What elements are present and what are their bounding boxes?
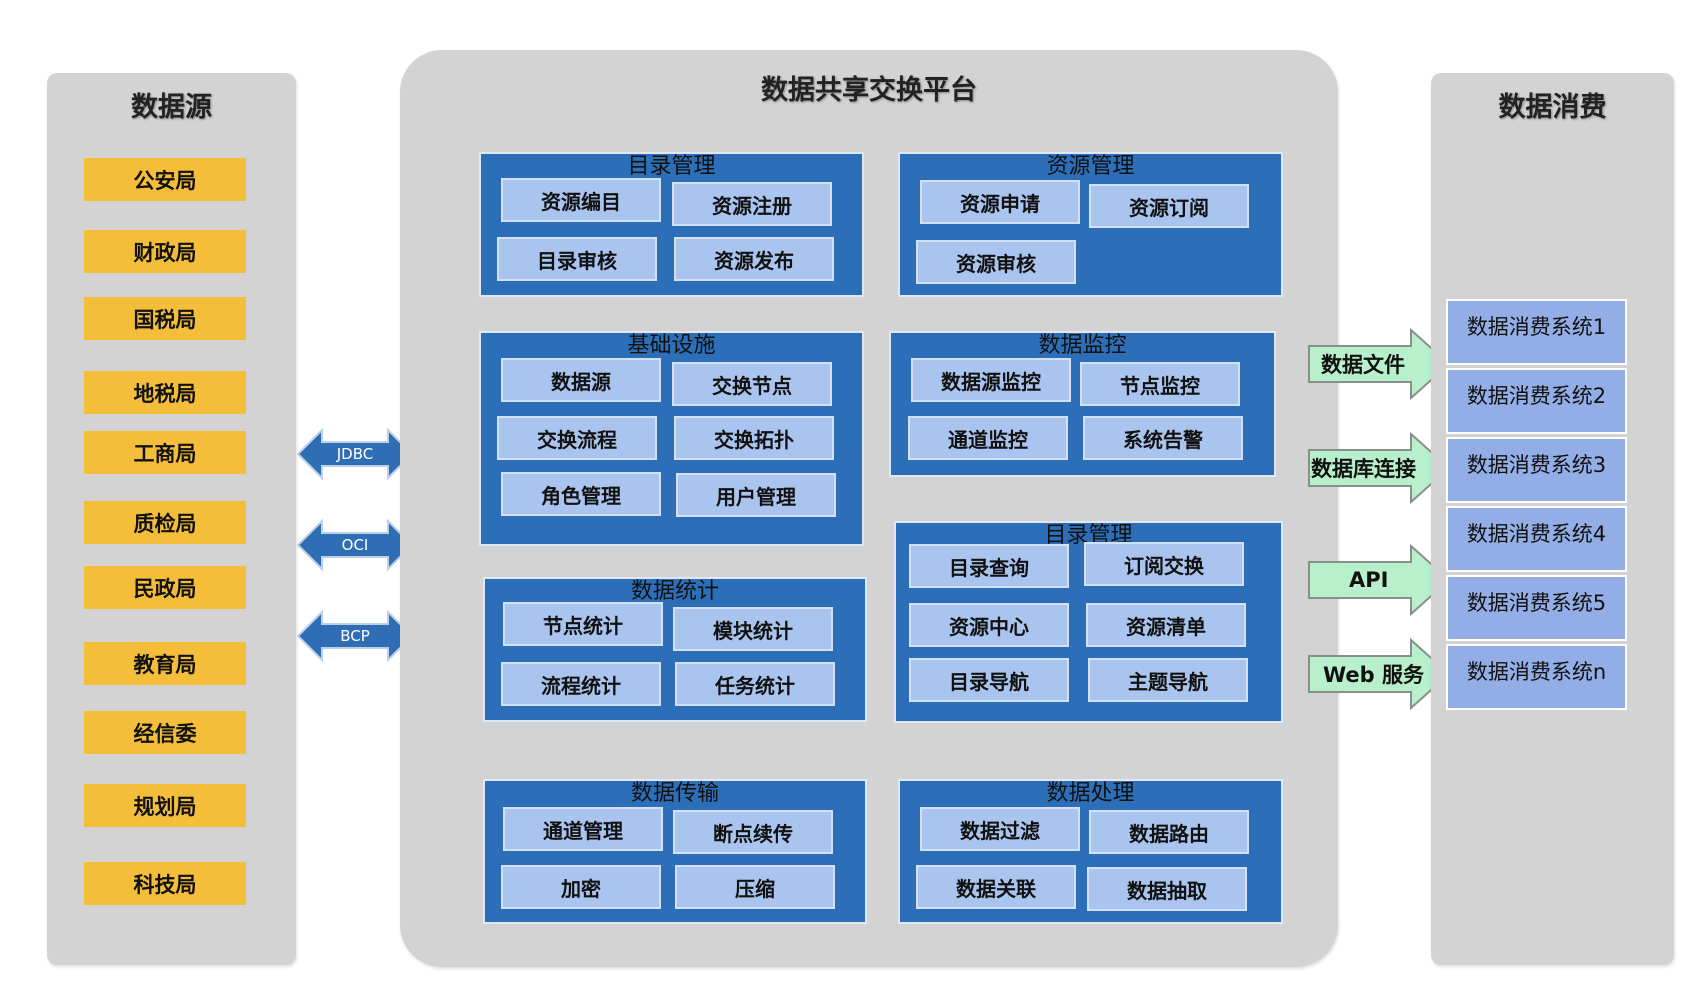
data-source-title: 数据源 xyxy=(131,92,212,123)
infrastructure-item[interactable]: 用户管理 xyxy=(676,473,836,517)
source-item[interactable]: 地税局 xyxy=(84,371,246,414)
data-processing-group: 数据处理 数据过滤 数据路由 数据关联 数据抽取 xyxy=(898,779,1283,924)
catalog-query-item[interactable]: 目录查询 xyxy=(909,544,1069,588)
transmission-item[interactable]: 通道管理 xyxy=(503,807,663,851)
data-monitoring-group: 数据监控 数据源监控 节点监控 通道监控 系统告警 xyxy=(889,331,1276,477)
source-item[interactable]: 民政局 xyxy=(84,566,246,609)
output-arrow-db-connection: 数据库连接 xyxy=(1307,431,1451,505)
consumer-system-item[interactable]: 数据消费系统4 xyxy=(1446,506,1627,572)
group-title: 基础设施 xyxy=(627,333,716,358)
statistics-item[interactable]: 节点统计 xyxy=(503,602,663,646)
output-arrow-data-file: 数据文件 xyxy=(1307,327,1451,401)
catalog-query-item[interactable]: 订阅交换 xyxy=(1084,542,1244,586)
resource-item[interactable]: 资源订阅 xyxy=(1089,184,1249,228)
source-item[interactable]: 公安局 xyxy=(84,158,246,201)
monitoring-item[interactable]: 通道监控 xyxy=(908,416,1068,460)
consumer-system-item[interactable]: 数据消费系统3 xyxy=(1446,437,1627,503)
processing-item[interactable]: 数据关联 xyxy=(916,865,1076,909)
source-item[interactable]: 工商局 xyxy=(84,431,246,474)
data-statistics-group: 数据统计 节点统计 模块统计 流程统计 任务统计 xyxy=(483,577,867,722)
platform-title: 数据共享交换平台 xyxy=(761,75,977,106)
protocol-label: JDBC xyxy=(336,445,374,463)
catalog-query-item[interactable]: 资源中心 xyxy=(909,603,1069,647)
catalog-query-item[interactable]: 主题导航 xyxy=(1088,658,1248,702)
group-title: 目录管理 xyxy=(627,154,716,179)
infrastructure-group: 基础设施 数据源 交换节点 交换流程 交换拓扑 角色管理 用户管理 xyxy=(479,331,864,546)
group-title: 数据监控 xyxy=(1038,333,1127,358)
monitoring-item[interactable]: 数据源监控 xyxy=(911,358,1071,402)
source-item[interactable]: 质检局 xyxy=(84,501,246,544)
source-item[interactable]: 财政局 xyxy=(84,230,246,273)
output-label: 数据文件 xyxy=(1321,353,1405,377)
catalog-management-group: 目录管理 资源编目 资源注册 目录审核 资源发布 xyxy=(479,152,864,297)
catalog-query-item[interactable]: 目录导航 xyxy=(909,658,1069,702)
protocol-label: BCP xyxy=(340,627,370,645)
infrastructure-item[interactable]: 交换节点 xyxy=(672,362,832,406)
consumer-system-item[interactable]: 数据消费系统n xyxy=(1446,644,1627,710)
group-title: 数据统计 xyxy=(630,579,719,604)
processing-item[interactable]: 数据抽取 xyxy=(1087,867,1247,911)
output-label: Web 服务 xyxy=(1323,663,1425,687)
protocol-arrow-jdbc: JDBC xyxy=(296,427,414,481)
data-transmission-group: 数据传输 通道管理 断点续传 加密 压缩 xyxy=(483,779,867,924)
infrastructure-item[interactable]: 数据源 xyxy=(501,358,661,402)
infrastructure-item[interactable]: 交换拓扑 xyxy=(674,416,834,460)
statistics-item[interactable]: 任务统计 xyxy=(675,662,835,706)
right-arrow-icon xyxy=(1308,327,1451,401)
catalog-item[interactable]: 资源注册 xyxy=(672,182,832,226)
monitoring-item[interactable]: 节点监控 xyxy=(1080,362,1240,406)
right-arrow-icon xyxy=(1308,637,1451,711)
processing-item[interactable]: 数据过滤 xyxy=(920,807,1080,851)
statistics-item[interactable]: 模块统计 xyxy=(673,607,833,651)
consumer-system-item[interactable]: 数据消费系统2 xyxy=(1446,368,1627,434)
source-item[interactable]: 科技局 xyxy=(84,862,246,905)
statistics-item[interactable]: 流程统计 xyxy=(501,662,661,706)
resource-management-group: 资源管理 资源申请 资源订阅 资源审核 xyxy=(898,152,1283,297)
transmission-item[interactable]: 加密 xyxy=(501,865,661,909)
data-consumer-panel: 数据消费 xyxy=(1431,73,1674,965)
consumer-system-item[interactable]: 数据消费系统5 xyxy=(1446,575,1627,641)
output-label: API xyxy=(1349,568,1389,592)
group-title: 资源管理 xyxy=(1046,154,1135,179)
catalog-management-group-2: 目录管理 目录查询 订阅交换 资源中心 资源清单 目录导航 主题导航 xyxy=(894,521,1283,723)
resource-item[interactable]: 资源审核 xyxy=(916,240,1076,284)
data-consumer-title: 数据消费 xyxy=(1498,92,1607,123)
group-title: 数据传输 xyxy=(630,781,719,806)
right-arrow-icon xyxy=(1308,431,1451,505)
source-item[interactable]: 经信委 xyxy=(84,711,246,754)
processing-item[interactable]: 数据路由 xyxy=(1089,810,1249,854)
resource-item[interactable]: 资源申请 xyxy=(920,180,1080,224)
output-label: 数据库连接 xyxy=(1311,457,1416,481)
protocol-arrow-bcp: BCP xyxy=(296,609,414,663)
catalog-item[interactable]: 目录审核 xyxy=(497,237,657,281)
right-arrow-icon xyxy=(1308,543,1451,617)
protocol-label: OCI xyxy=(341,536,369,554)
infrastructure-item[interactable]: 角色管理 xyxy=(501,472,661,516)
catalog-item[interactable]: 资源编目 xyxy=(501,178,661,222)
transmission-item[interactable]: 断点续传 xyxy=(673,810,833,854)
output-arrow-web-service: Web 服务 xyxy=(1307,637,1451,711)
output-arrow-api: API xyxy=(1307,543,1451,617)
consumer-system-item[interactable]: 数据消费系统1 xyxy=(1446,299,1627,365)
infrastructure-item[interactable]: 交换流程 xyxy=(497,416,657,460)
source-item[interactable]: 国税局 xyxy=(84,297,246,340)
protocol-arrow-oci: OCI xyxy=(296,518,414,572)
group-title: 数据处理 xyxy=(1046,781,1135,806)
source-item[interactable]: 教育局 xyxy=(84,642,246,685)
transmission-item[interactable]: 压缩 xyxy=(675,865,835,909)
catalog-query-item[interactable]: 资源清单 xyxy=(1086,603,1246,647)
catalog-item[interactable]: 资源发布 xyxy=(674,237,834,281)
source-item[interactable]: 规划局 xyxy=(84,784,246,827)
monitoring-item[interactable]: 系统告警 xyxy=(1083,416,1243,460)
